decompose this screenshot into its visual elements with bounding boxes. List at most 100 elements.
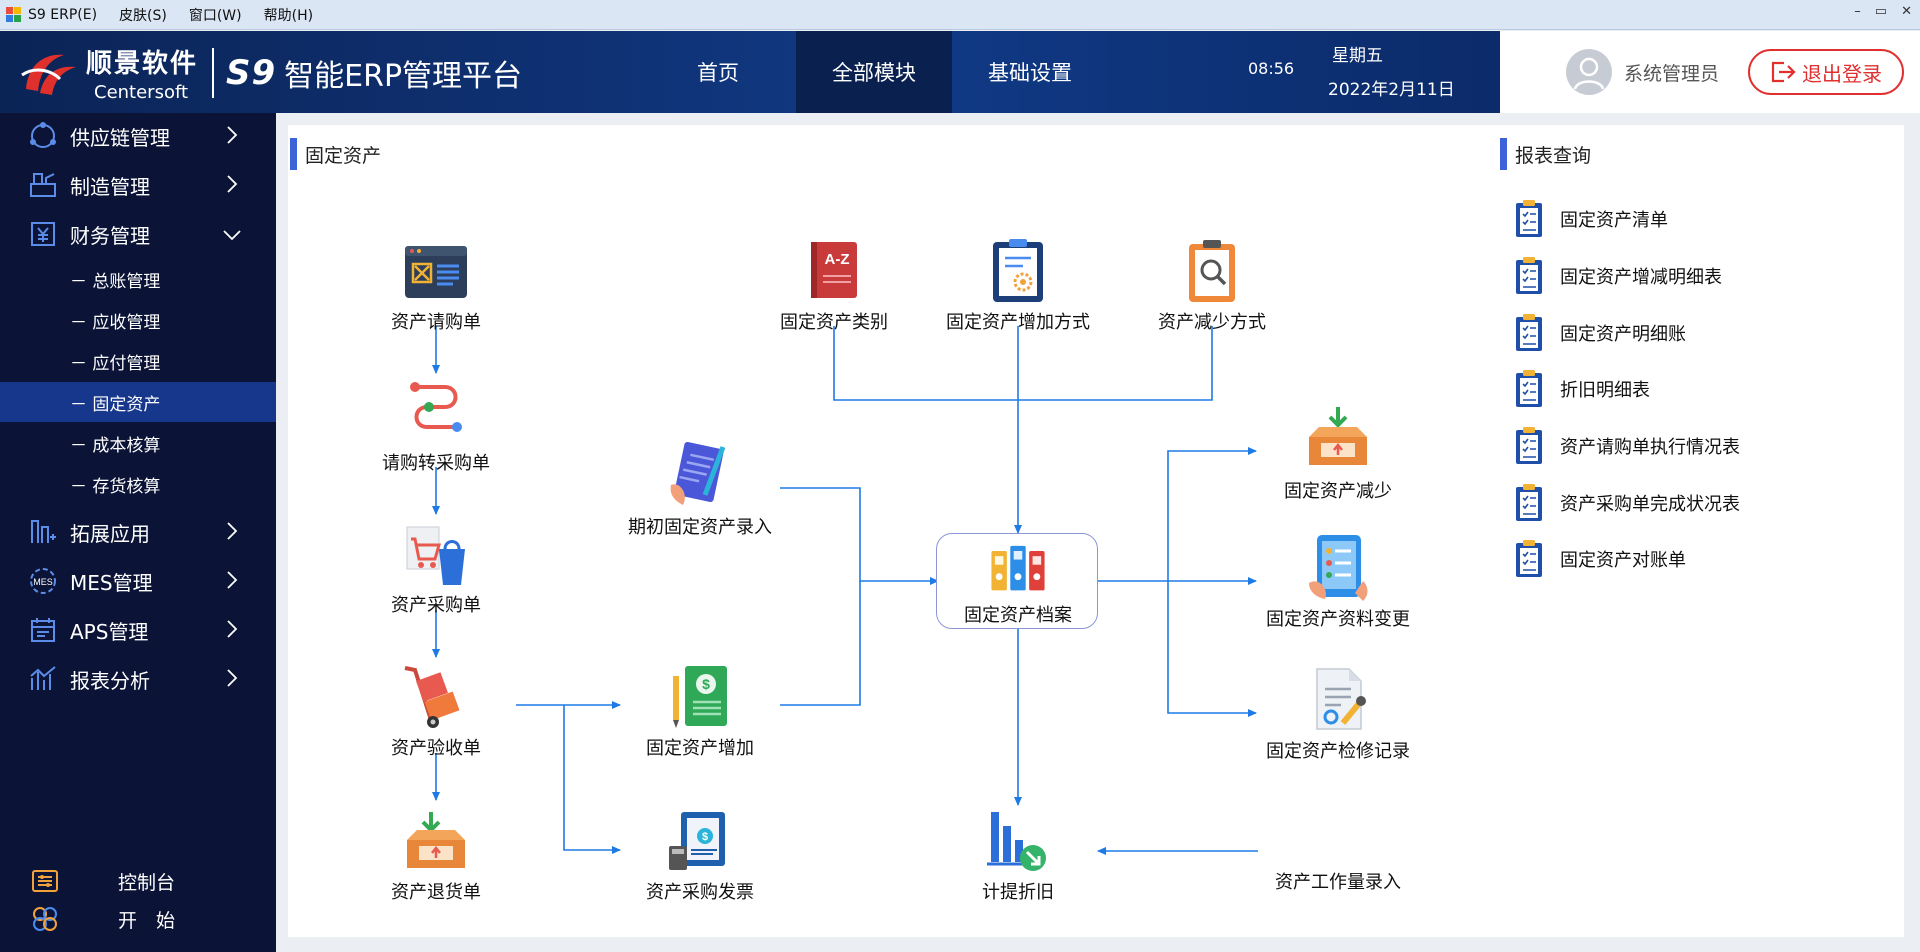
sidebar-sub-inventory-accounting[interactable]: － 存货核算 xyxy=(70,476,161,497)
restore-button[interactable]: ▭ xyxy=(1874,4,1888,19)
node-label: 期初固定资产录入 xyxy=(628,517,772,538)
sidebar-item-aps[interactable]: APS管理 xyxy=(0,607,276,653)
node-purchase-order[interactable]: 资产采购单 xyxy=(336,519,536,617)
report-clipboard-icon xyxy=(1516,540,1542,577)
node-asset-decrease[interactable]: 固定资产减少 xyxy=(1238,405,1438,503)
sidebar-item-label: 供应链管理 xyxy=(70,125,170,150)
user-info[interactable]: 系统管理员 xyxy=(1566,49,1719,95)
console-label: 控制台 xyxy=(118,871,176,894)
logout-label: 退出登录 xyxy=(1802,61,1882,86)
report-item[interactable]: 折旧明细表 xyxy=(1514,369,1650,409)
node-request-to-order[interactable]: 请购转采购单 xyxy=(336,377,536,475)
menu-window[interactable]: 窗口(W) xyxy=(188,7,242,24)
minimize-button[interactable]: – xyxy=(1854,4,1861,19)
chevron-down-icon xyxy=(223,230,241,241)
sidebar-item-manufacturing[interactable]: 制造管理 xyxy=(0,162,276,208)
svg-text:A-Z: A-Z xyxy=(825,251,850,268)
tab-basic-settings[interactable]: 基础设置 xyxy=(988,61,1072,85)
node-label: 资产减少方式 xyxy=(1158,312,1266,333)
binders-icon xyxy=(991,545,1045,591)
sidebar-start[interactable]: 开 始 xyxy=(0,901,276,937)
report-item[interactable]: 资产请购单执行情况表 xyxy=(1514,426,1740,466)
sidebar-item-label: MES管理 xyxy=(70,570,153,595)
sidebar-sub-receivable[interactable]: － 应收管理 xyxy=(70,312,161,333)
svg-text:$: $ xyxy=(702,676,710,692)
svg-text:MES: MES xyxy=(33,577,53,587)
menu-help[interactable]: 帮助(H) xyxy=(263,7,314,24)
node-archive[interactable]: 固定资产档案 xyxy=(918,539,1118,627)
tab-all-modules[interactable]: 全部模块 xyxy=(796,31,952,113)
sidebar-item-mes[interactable]: MES MES管理 xyxy=(0,558,276,604)
report-item[interactable]: 固定资产增减明细表 xyxy=(1514,256,1722,296)
sidebar-item-label: 拓展应用 xyxy=(70,521,150,546)
sidebar-item-label: 报表分析 xyxy=(70,668,150,693)
svg-text:$: $ xyxy=(702,831,708,843)
node-label: 资产采购单 xyxy=(391,595,481,616)
sidebar-item-extension[interactable]: 拓展应用 xyxy=(0,509,276,555)
node-category[interactable]: A-Z 固定资产类别 xyxy=(734,236,934,334)
tab-home[interactable]: 首页 xyxy=(697,61,739,85)
node-label: 资产工作量录入 xyxy=(1275,872,1401,893)
a-z-book-icon: A-Z xyxy=(811,242,857,298)
node-depreciation[interactable]: 计提折旧 xyxy=(918,806,1118,904)
sidebar-item-finance[interactable]: 财务管理 xyxy=(0,211,276,257)
report-label: 折旧明细表 xyxy=(1560,380,1650,401)
node-initial-entry[interactable]: 期初固定资产录入 xyxy=(600,441,800,539)
mes-icon: MES xyxy=(30,568,56,594)
sidebar-item-report-analysis[interactable]: 报表分析 xyxy=(0,656,276,702)
node-increase-method[interactable]: 固定资产增加方式 xyxy=(918,236,1118,334)
node-workload-entry[interactable]: 资产工作量录入 xyxy=(1238,868,1438,894)
sidebar-item-label: 制造管理 xyxy=(70,174,150,199)
report-label: 固定资产明细账 xyxy=(1560,324,1686,345)
node-purchase-request[interactable]: 资产请购单 xyxy=(336,236,536,334)
section-fixed-assets: 固定资产 xyxy=(290,138,381,170)
close-button[interactable]: ✕ xyxy=(1901,4,1912,19)
node-return[interactable]: 资产退货单 xyxy=(336,806,536,904)
report-item[interactable]: 固定资产清单 xyxy=(1514,199,1668,239)
node-purchase-invoice[interactable]: $ 资产采购发票 xyxy=(600,806,800,904)
node-asset-change[interactable]: 固定资产资料变更 xyxy=(1238,533,1438,631)
logout-button[interactable]: 退出登录 xyxy=(1748,49,1904,95)
manufacturing-icon xyxy=(30,173,56,197)
node-label: 固定资产类别 xyxy=(780,312,888,333)
platform-title: 智能ERP管理平台 xyxy=(284,59,523,94)
node-decrease-method[interactable]: 资产减少方式 xyxy=(1112,236,1312,334)
menu-erp[interactable]: S9 ERP(E) xyxy=(28,6,98,23)
sidebar-sub-cost-accounting[interactable]: － 成本核算 xyxy=(70,435,161,456)
sidebar-sub-fixed-assets[interactable]: － 固定资产 xyxy=(0,382,276,422)
report-clipboard-icon xyxy=(1516,200,1542,237)
report-label: 资产请购单执行情况表 xyxy=(1560,437,1740,458)
clipboard-gear-icon xyxy=(993,239,1043,302)
node-acceptance[interactable]: 资产验收单 xyxy=(336,662,536,760)
node-label: 资产退货单 xyxy=(391,882,481,903)
flow-connectors xyxy=(432,326,1258,855)
node-label: 请购转采购单 xyxy=(382,453,490,474)
declining-chart-icon xyxy=(987,812,1046,871)
node-asset-increase[interactable]: $ 固定资产增加 xyxy=(600,662,800,760)
brand-name: 顺景软件 xyxy=(86,49,199,79)
sidebar-console[interactable]: 控制台 xyxy=(0,863,276,899)
product-name: S9 xyxy=(226,53,277,93)
report-label: 固定资产清单 xyxy=(1560,210,1668,231)
section-report-query: 报表查询 xyxy=(1500,138,1591,170)
chevron-right-icon xyxy=(227,669,238,687)
menu-bar: S9 ERP(E) 皮肤(S) 窗口(W) 帮助(H) – ▭ ✕ xyxy=(0,0,1920,30)
sidebar-sub-ledger[interactable]: － 总账管理 xyxy=(70,271,161,292)
node-maintenance[interactable]: 固定资产检修记录 xyxy=(1238,665,1438,763)
report-item[interactable]: 固定资产明细账 xyxy=(1514,313,1686,353)
menu-skin[interactable]: 皮肤(S) xyxy=(119,7,167,24)
document-wrench-icon xyxy=(1316,668,1366,730)
tablet-checklist-icon xyxy=(1309,535,1368,601)
app-icon xyxy=(6,6,22,23)
sidebar-sub-payable[interactable]: － 应付管理 xyxy=(70,353,161,374)
sidebar-item-supply-chain[interactable]: 供应链管理 xyxy=(0,113,276,159)
report-item[interactable]: 资产采购单完成状况表 xyxy=(1514,483,1740,523)
report-clipboard-icon xyxy=(1516,370,1542,407)
report-item[interactable]: 固定资产对账单 xyxy=(1514,539,1686,579)
avatar[interactable] xyxy=(1566,49,1612,95)
sidebar: 供应链管理 制造管理 财务管理 － 总账管理 － 应收管理 － 应付管理 － 固… xyxy=(0,113,276,952)
node-label: 计提折旧 xyxy=(982,882,1054,903)
supply-chain-icon xyxy=(30,122,56,148)
report-label: 固定资产增减明细表 xyxy=(1560,267,1722,288)
report-label: 固定资产对账单 xyxy=(1560,550,1686,571)
